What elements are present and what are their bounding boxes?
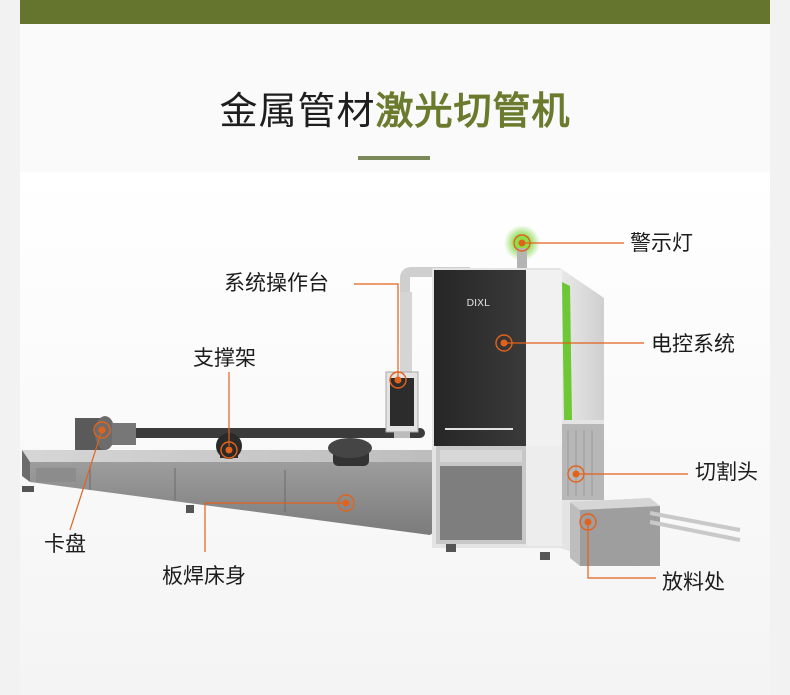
- callout-label-electrical-cabinet: 电控系统: [651, 332, 735, 356]
- electrical-cabinet: DIXL: [432, 268, 604, 562]
- marker-welded-bed: [337, 494, 355, 512]
- support-frame: [105, 428, 425, 466]
- title-plain: 金属管材: [219, 89, 376, 133]
- cutting-head: [562, 424, 604, 500]
- callout-label-unloading-area: 放料处: [662, 570, 725, 594]
- welded-bed: [22, 450, 440, 535]
- callout-label-cutting-head: 切割头: [695, 460, 758, 484]
- marker-electrical-cabinet: [495, 334, 513, 352]
- callout-label-support-frame: 支撑架: [193, 346, 256, 370]
- title-underline: [358, 156, 430, 160]
- callout-label-chuck: 卡盘: [44, 532, 86, 556]
- callout-markers: [93, 234, 597, 531]
- callout-label-warning-light: 警示灯: [630, 231, 693, 255]
- marker-support-frame: [220, 441, 238, 459]
- top-bar: [20, 0, 770, 24]
- control-console: [385, 371, 419, 438]
- marker-chuck: [93, 421, 111, 439]
- chuck: [75, 416, 136, 450]
- page-title: 金属管材激光切管机: [0, 80, 790, 135]
- callout-label-control-console: 系统操作台: [224, 271, 329, 295]
- callout-lines: [69, 242, 688, 579]
- marker-warning-light: [513, 234, 531, 252]
- marker-cutting-head: [567, 465, 585, 483]
- title-accent: 激光切管机: [375, 89, 571, 133]
- marker-unloading-area: [579, 513, 597, 531]
- callout-label-welded-bed: 板焊床身: [162, 564, 246, 588]
- svg-text:DIXL: DIXL: [466, 298, 490, 309]
- marker-control-console: [389, 371, 407, 389]
- unloading-area: [570, 498, 741, 566]
